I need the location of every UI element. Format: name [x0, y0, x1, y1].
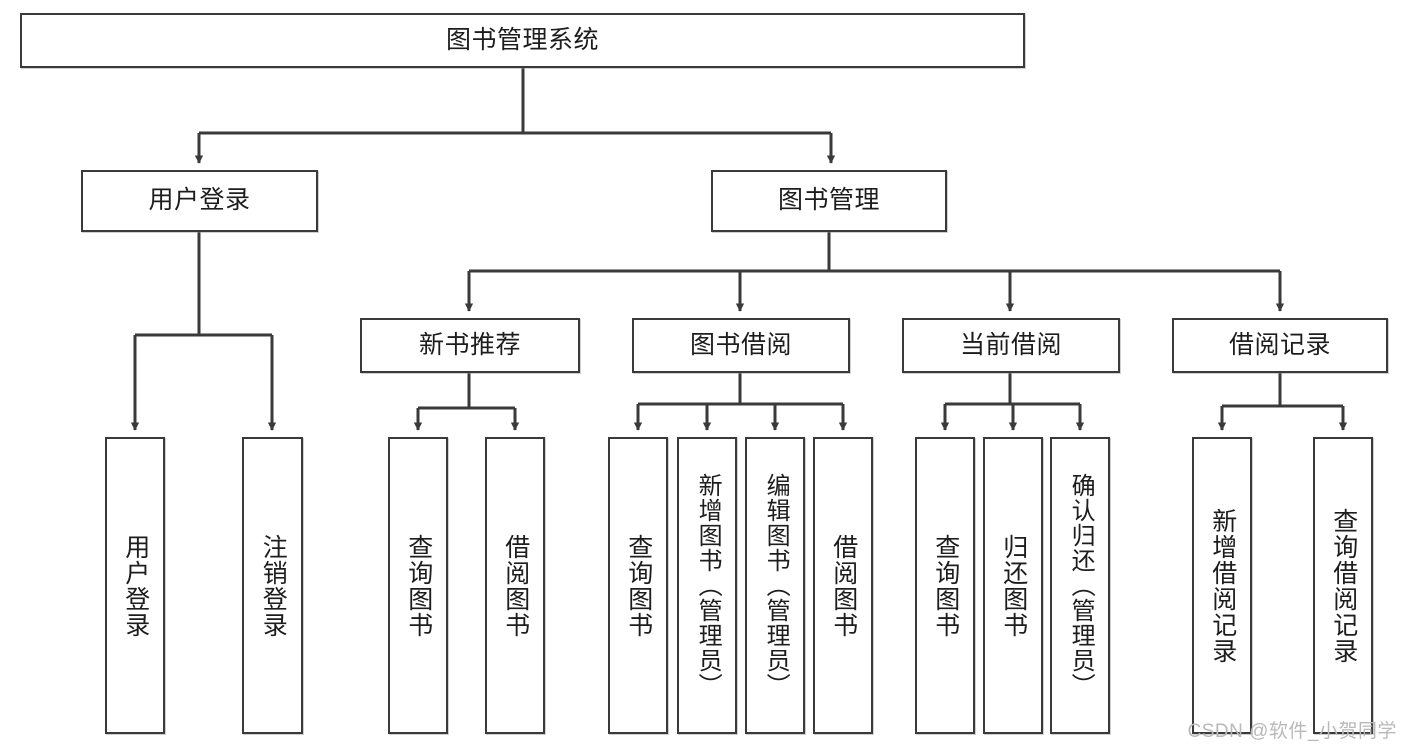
- node-label: 当前借阅: [959, 330, 1062, 359]
- node-label: 图书管理: [777, 186, 880, 215]
- node-label: 查询图书: [624, 533, 653, 638]
- node-current-borrow[interactable]: 当前借阅: [902, 318, 1120, 373]
- node-label: 图书借阅: [689, 330, 792, 359]
- node-leaf-user-login[interactable]: 用户登录: [105, 437, 165, 734]
- node-leaf-borrow-book-2[interactable]: 借阅图书: [813, 437, 873, 734]
- node-borrow-record[interactable]: 借阅记录: [1172, 318, 1388, 373]
- node-leaf-add-book[interactable]: 新增图书（管理员）: [677, 437, 737, 734]
- node-leaf-confirm-return[interactable]: 确认归还（管理员）: [1050, 437, 1110, 734]
- node-leaf-query-record[interactable]: 查询借阅记录: [1313, 437, 1373, 734]
- node-book-borrow[interactable]: 图书借阅: [632, 318, 850, 373]
- node-label: 查询借阅记录: [1329, 507, 1358, 664]
- node-leaf-borrow-book-1[interactable]: 借阅图书: [485, 437, 545, 734]
- node-label: 查询图书: [931, 533, 960, 638]
- node-label: 确认归还（管理员）: [1067, 473, 1095, 698]
- node-label: 归还图书: [999, 533, 1028, 638]
- node-leaf-return-book[interactable]: 归还图书: [983, 437, 1043, 734]
- node-label: 新增图书（管理员）: [694, 473, 722, 698]
- node-label: 查询图书: [404, 533, 433, 638]
- node-label: 新增借阅记录: [1208, 507, 1237, 664]
- node-label: 借阅图书: [829, 533, 858, 638]
- node-label: 新书推荐: [418, 330, 521, 359]
- node-label: 用户登录: [121, 533, 150, 638]
- node-leaf-logout-login[interactable]: 注销登录: [242, 437, 303, 734]
- node-new-book-rec[interactable]: 新书推荐: [360, 318, 580, 373]
- node-label: 用户登录: [148, 186, 251, 215]
- node-leaf-edit-book[interactable]: 编辑图书（管理员）: [745, 437, 805, 734]
- node-leaf-query-book-1[interactable]: 查询图书: [388, 437, 448, 734]
- watermark-label: CSDN @软件_小贺同学: [1187, 721, 1397, 742]
- node-label: 借阅记录: [1228, 330, 1331, 359]
- node-leaf-query-book-3[interactable]: 查询图书: [915, 437, 975, 734]
- node-root-system[interactable]: 图书管理系统: [20, 13, 1025, 68]
- node-label: 借阅图书: [501, 533, 530, 638]
- node-label: 编辑图书（管理员）: [762, 473, 790, 698]
- node-label: 注销登录: [259, 533, 288, 638]
- node-user-login[interactable]: 用户登录: [81, 170, 318, 232]
- node-leaf-add-record[interactable]: 新增借阅记录: [1192, 437, 1252, 734]
- node-leaf-query-book-2[interactable]: 查询图书: [608, 437, 668, 734]
- node-book-manage[interactable]: 图书管理: [711, 170, 947, 232]
